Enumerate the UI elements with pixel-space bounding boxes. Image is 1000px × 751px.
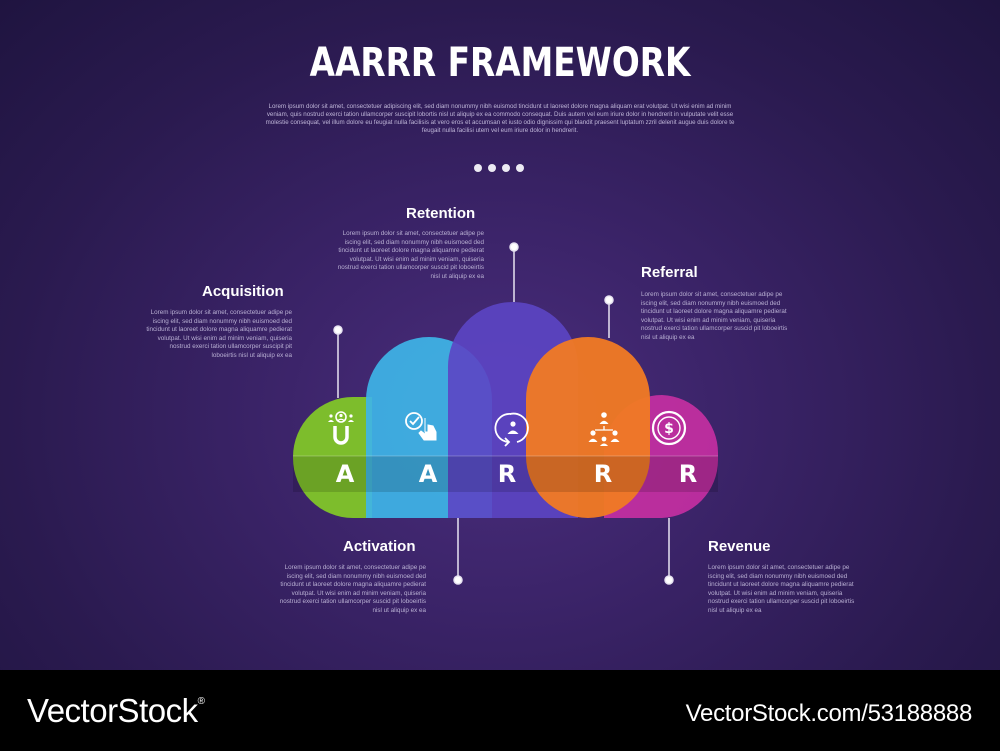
vectorstock-brand: VectorStock [27, 692, 198, 729]
dot [488, 164, 496, 172]
referral-heading: Referral [641, 264, 698, 281]
vectorstock-image-id: VectorStock.com/53188888 [685, 700, 973, 727]
connector-dot-retention [509, 242, 519, 252]
referral-text: Lorem ipsum dolor sit amet, consectetuer… [641, 291, 788, 341]
page-title: AARRR FRAMEWORK [309, 40, 691, 86]
dot [474, 164, 482, 172]
intro-paragraph: Lorem ipsum dolor sit amet, consectetuer… [265, 103, 735, 134]
letter-referral: R [594, 460, 612, 488]
connector-dot-acquisition [333, 325, 343, 335]
activation-text: Lorem ipsum dolor sit amet, consectetuer… [279, 564, 426, 614]
aarrr-diagram: $ A A R R R [293, 242, 719, 585]
acquisition-shape [293, 397, 372, 518]
referral-shape [526, 337, 650, 518]
revenue-heading: Revenue [708, 538, 771, 555]
check-touch-icon [405, 412, 437, 441]
user-cycle-icon [494, 412, 529, 447]
letter-retention: R [498, 460, 516, 488]
letter-revenue: R [679, 460, 697, 488]
acquisition-text: Lorem ipsum dolor sit amet, consectetuer… [146, 309, 292, 359]
connector-dot-activation [453, 575, 463, 585]
watermark-bar [0, 670, 1000, 751]
letter-band-shade [293, 456, 718, 492]
connector-dot-revenue [664, 575, 674, 585]
infographic-canvas: AARRR FRAMEWORK Lorem ipsum dolor sit am… [0, 0, 1000, 670]
registered-mark: ® [197, 696, 205, 707]
retention-heading: Retention [406, 205, 476, 222]
connectors [333, 242, 674, 585]
dot [502, 164, 510, 172]
letter-activation: A [419, 460, 438, 488]
svg-text:$: $ [664, 421, 674, 437]
revenue-text: Lorem ipsum dolor sit amet, consectetuer… [708, 564, 855, 614]
dot [516, 164, 524, 172]
dots-divider [474, 159, 530, 172]
connector-dot-referral [604, 295, 614, 305]
letter-acquisition: A [336, 460, 355, 488]
vectorstock-logo: VectorStock® [27, 692, 205, 730]
activation-heading: Activation [343, 538, 416, 555]
magnet-users-icon [328, 411, 354, 445]
acquisition-heading: Acquisition [202, 283, 284, 300]
retention-text: Lorem ipsum dolor sit amet, consectetuer… [337, 230, 484, 280]
dollar-coin-icon: $ [651, 410, 687, 446]
user-network-icon [588, 412, 620, 446]
